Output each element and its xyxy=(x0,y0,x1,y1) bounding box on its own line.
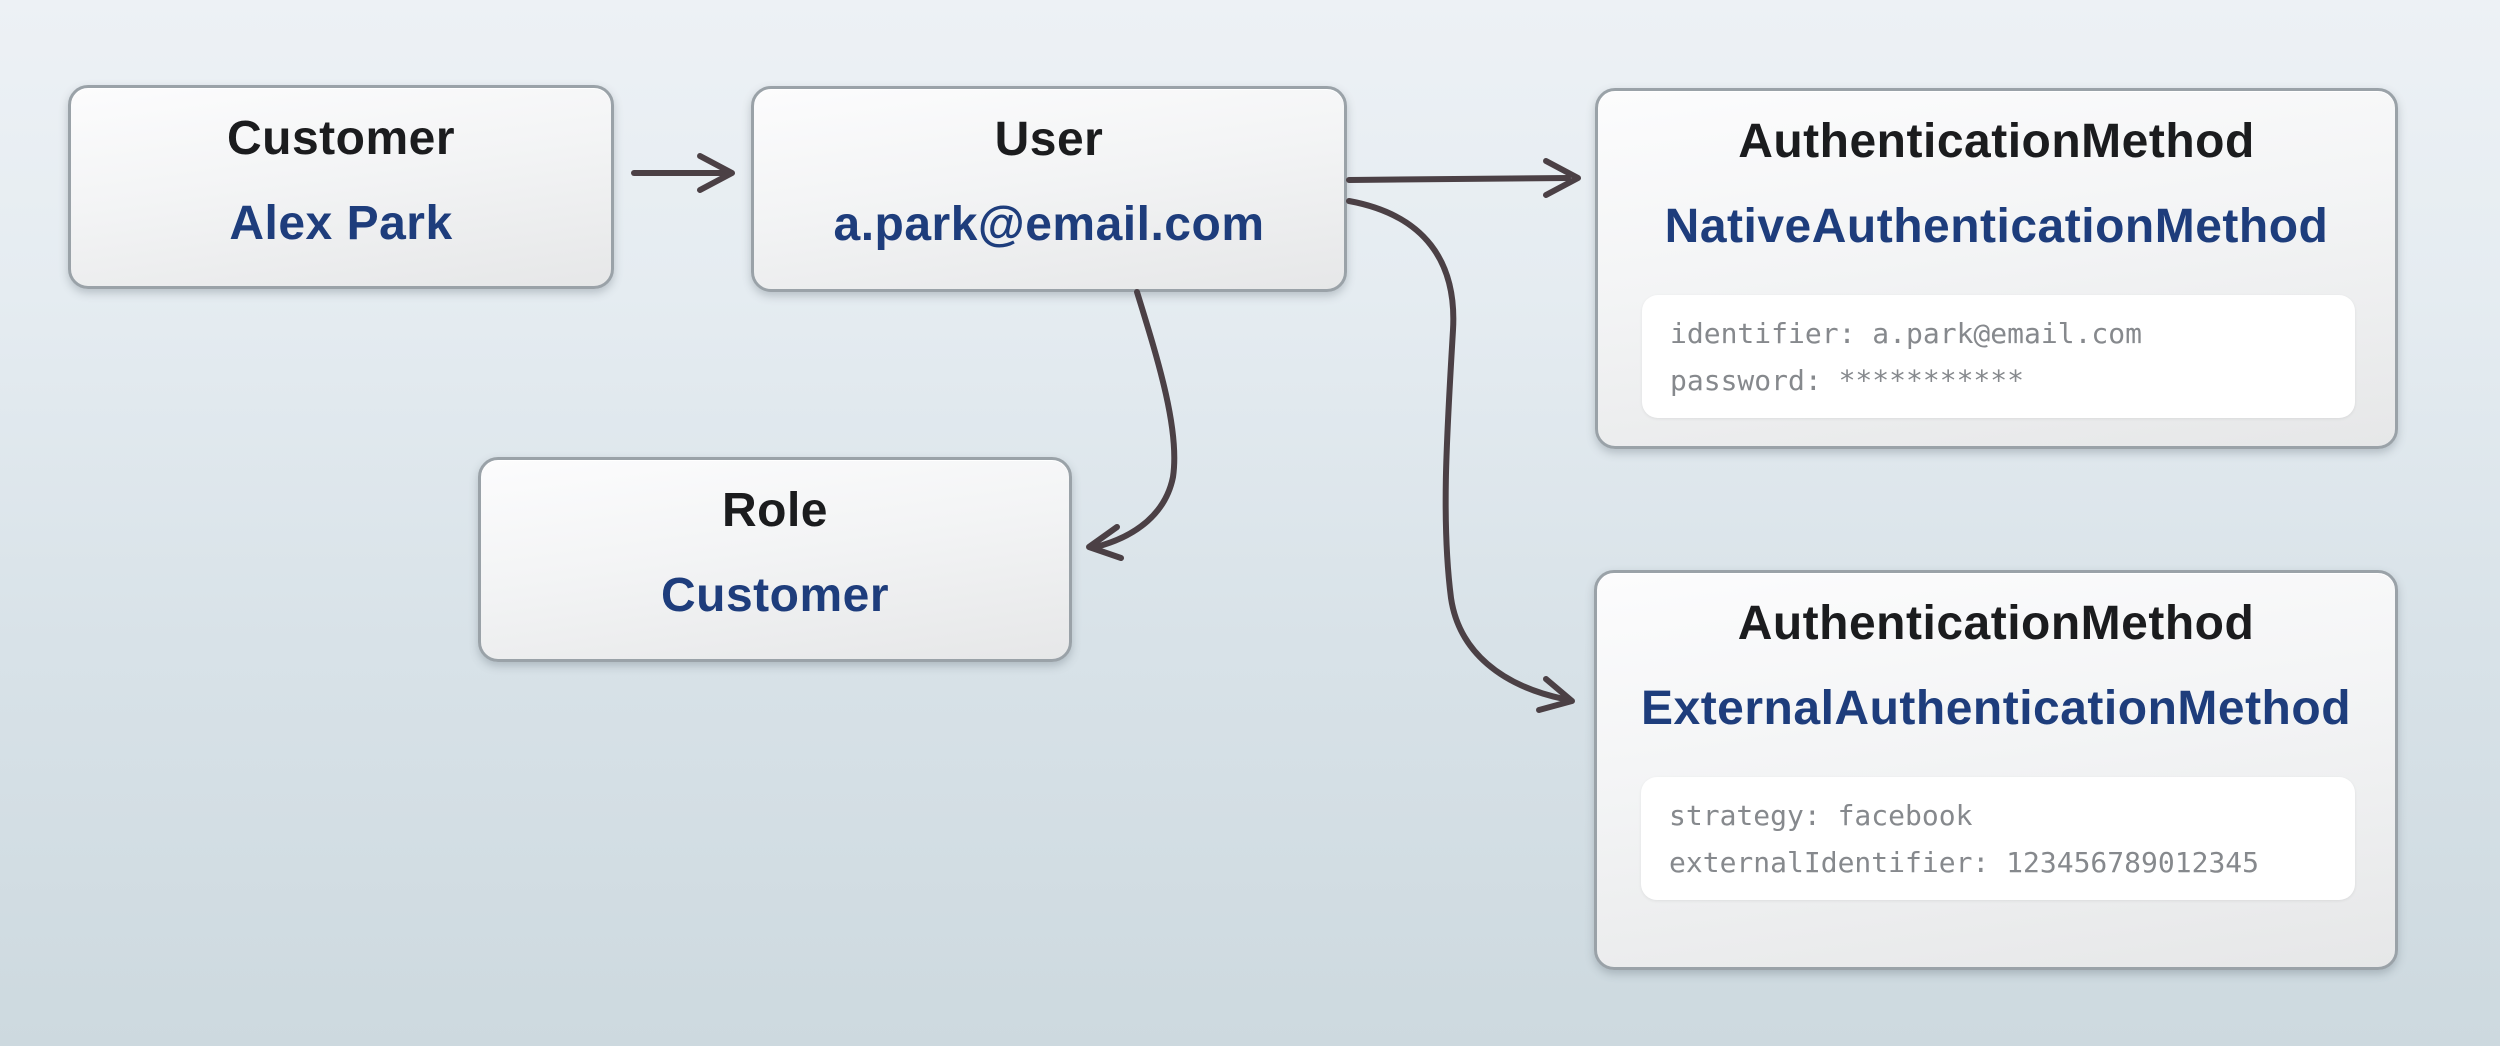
node-native-auth-title: AuthenticationMethod xyxy=(1738,115,2255,168)
node-role-value: Customer xyxy=(660,569,890,622)
edge-customer-user-arrowhead xyxy=(697,153,735,193)
node-external-authentication-method: AuthenticationMethod ExternalAuthenticat… xyxy=(1594,570,2398,970)
external-auth-attributes-panel: strategy: facebook externalIdentifier: 1… xyxy=(1641,777,2355,900)
edge-user-role xyxy=(1093,289,1178,550)
attr-strategy: strategy: facebook xyxy=(1669,799,1973,832)
node-customer-value: Alex Park xyxy=(229,197,453,250)
node-role: Role Customer xyxy=(478,457,1072,662)
node-native-authentication-method: AuthenticationMethod NativeAuthenticatio… xyxy=(1595,88,2398,449)
node-external-auth-title: AuthenticationMethod xyxy=(1737,597,2255,650)
attr-external-identifier: externalIdentifier: 123456789012345 xyxy=(1669,846,2260,879)
native-auth-attributes-panel: identifier: a.park@email.com password: *… xyxy=(1642,295,2355,418)
node-user: User a.park@email.com xyxy=(751,86,1347,292)
attr-password: password: *********** xyxy=(1670,364,2025,397)
node-customer: Customer Alex Park xyxy=(68,85,614,289)
node-customer-title: Customer xyxy=(226,112,456,165)
node-native-auth-value: NativeAuthenticationMethod xyxy=(1664,200,2329,253)
node-user-title: User xyxy=(994,113,1104,166)
attr-identifier: identifier: a.park@email.com xyxy=(1670,317,2143,350)
node-role-title: Role xyxy=(721,484,828,537)
edge-user-native-auth-arrowhead xyxy=(1543,158,1581,198)
edge-user-external-auth xyxy=(1346,198,1567,702)
node-user-value: a.park@email.com xyxy=(833,198,1265,251)
node-external-auth-value: ExternalAuthenticationMethod xyxy=(1640,682,2352,735)
edge-user-native-auth xyxy=(1346,175,1571,183)
edge-user-external-auth-arrowhead xyxy=(1536,676,1575,713)
edge-user-role-arrowhead xyxy=(1086,524,1124,561)
